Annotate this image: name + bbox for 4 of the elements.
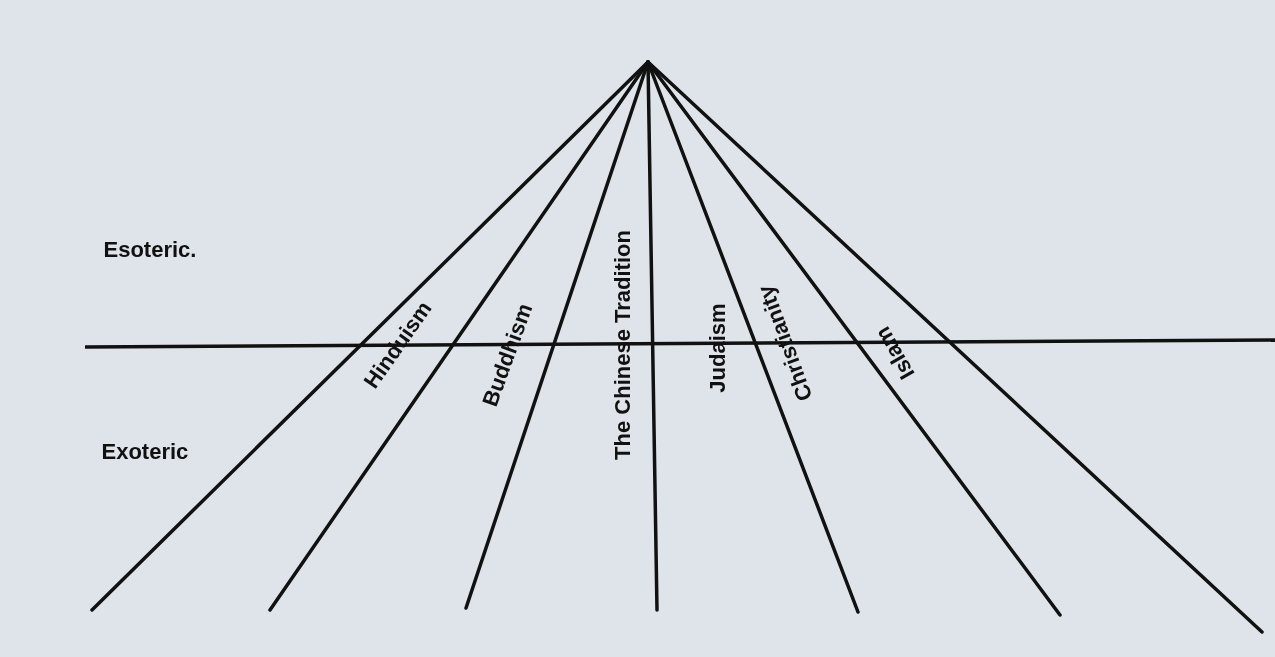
level-label: Esoteric. [103, 238, 197, 262]
religion-label: Judaism [705, 303, 730, 393]
religion-label: The Chinese Tradition [610, 230, 635, 460]
level-label: Exoteric [101, 440, 189, 464]
